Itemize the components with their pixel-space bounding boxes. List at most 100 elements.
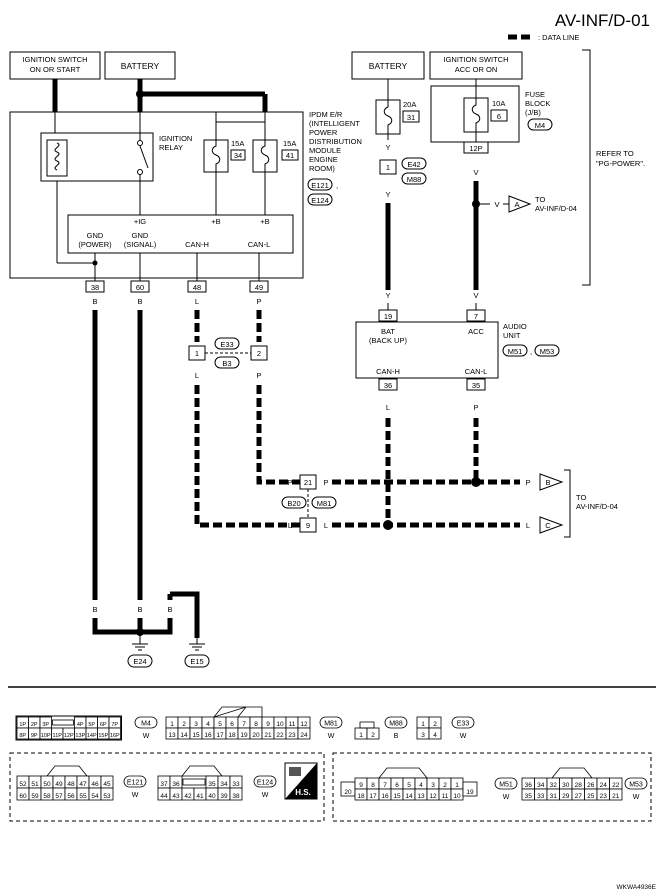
e124-pin-35: 35 [208, 781, 216, 788]
m53-pin-25: 25 [587, 793, 595, 800]
svg-text:Y: Y [385, 143, 390, 152]
svg-text:E124: E124 [311, 196, 329, 205]
e124-pin-36: 36 [172, 781, 180, 788]
svg-text:ENGINE: ENGINE [309, 155, 338, 164]
svg-text:ACC: ACC [468, 327, 484, 336]
svg-text:ACC OR ON: ACC OR ON [455, 65, 498, 74]
supply-label-ig: +IG [134, 217, 146, 226]
e121-pin-46: 46 [91, 781, 99, 788]
m81-pin-13: 13 [168, 732, 176, 739]
m4-pin-9P: 9P [31, 733, 38, 739]
m4-pin-14P: 14P [87, 733, 97, 739]
svg-text:MODULE: MODULE [309, 146, 341, 155]
svg-text:AUDIO: AUDIO [503, 322, 527, 331]
m81-pin-4: 4 [206, 721, 210, 728]
e121-pin-55: 55 [79, 793, 87, 800]
e121-pin-57: 57 [55, 793, 63, 800]
connector-b20-m81: 21 9 B20 M81 [281, 474, 337, 533]
svg-text:"PG-POWER".: "PG-POWER". [596, 159, 645, 168]
m51-color: W [503, 794, 510, 801]
svg-text:19: 19 [384, 312, 392, 321]
m4-color: W [143, 733, 150, 740]
m53-pin-29: 29 [562, 793, 570, 800]
svg-text:BLOCK: BLOCK [525, 99, 550, 108]
m81-pin-11: 11 [289, 721, 296, 728]
ipdm-connector-tags: E121 , E124 [307, 178, 338, 206]
m81-pin-15: 15 [192, 732, 200, 739]
svg-text:UNIT: UNIT [503, 331, 521, 340]
m51-pin-18: 18 [357, 793, 365, 800]
svg-text:38: 38 [91, 283, 99, 292]
m51-pin-17: 17 [369, 793, 377, 800]
audio-terminals-top: 19 7 [378, 309, 486, 322]
fuse-20a-31: 20A 31 [375, 99, 420, 135]
m53-pin-36: 36 [525, 782, 533, 789]
svg-text:B: B [137, 605, 142, 614]
e121-pin-50: 50 [43, 781, 51, 788]
svg-text:E15: E15 [190, 657, 203, 666]
e33-id: E33 [457, 721, 470, 728]
wire-color-49: P [256, 297, 261, 306]
m81-pin-6: 6 [230, 721, 234, 728]
fuse-15a-41: 15A 41 [252, 139, 299, 173]
svg-text:(J/B): (J/B) [525, 108, 541, 117]
svg-text:P: P [323, 478, 328, 487]
svg-text:IGNITION: IGNITION [159, 134, 192, 143]
svg-text:B: B [92, 605, 97, 614]
svg-text:CAN-H: CAN-H [376, 367, 400, 376]
joint-connector-e33: 1 2 E33 B3 [188, 337, 268, 369]
m53-pin-23: 23 [600, 793, 608, 800]
ignition-switch-label-1: IGNITION SWITCH [23, 55, 88, 64]
m81-pin-2: 2 [182, 721, 186, 728]
svg-text:B: B [545, 478, 550, 487]
svg-text:DISTRIBUTION: DISTRIBUTION [309, 137, 362, 146]
m51-pin-6: 6 [395, 782, 399, 789]
svg-text:49: 49 [255, 283, 263, 292]
m51-pin-14: 14 [405, 793, 413, 800]
svg-text:L: L [526, 521, 530, 530]
svg-text:1: 1 [195, 349, 199, 358]
m51-pin-10: 10 [453, 793, 461, 800]
m53-color: W [633, 794, 640, 801]
m88-pin-2: 2 [371, 732, 375, 739]
m51-pin-5: 5 [407, 782, 411, 789]
m81-pin-12: 12 [300, 721, 308, 728]
wire-color-60: B [137, 297, 142, 306]
svg-text:B: B [167, 605, 172, 614]
m53-pin-34: 34 [537, 782, 545, 789]
e121-pin-59: 59 [31, 793, 39, 800]
e124-pin-42: 42 [184, 793, 192, 800]
m51-pin-20: 20 [344, 789, 352, 796]
svg-text:(INTELLIGENT: (INTELLIGENT [309, 119, 360, 128]
m88-color: B [394, 733, 399, 740]
m53-pin-26: 26 [587, 782, 595, 789]
m88-id: M88 [389, 721, 403, 728]
m4-pin-10P: 10P [41, 733, 51, 739]
svg-text:35: 35 [472, 381, 480, 390]
m53-pin-32: 32 [550, 782, 558, 789]
supply-label-b1: +B [211, 217, 220, 226]
svg-text:L: L [324, 521, 328, 530]
svg-text:CAN-L: CAN-L [248, 240, 271, 249]
svg-text:A: A [514, 200, 519, 209]
e121-pin-58: 58 [43, 793, 51, 800]
ipdm-terminals: 38 60 48 49 [85, 280, 269, 293]
svg-text:,: , [530, 347, 532, 356]
audio-terminals-bottom: 36 35 [378, 378, 486, 391]
e121-pin-47: 47 [79, 781, 87, 788]
m53-pin-22: 22 [612, 782, 620, 789]
svg-text:CAN-L: CAN-L [465, 367, 488, 376]
fuse-10a-6: 10A 6 [463, 97, 508, 133]
svg-text:31: 31 [407, 113, 415, 122]
m81-pin-16: 16 [204, 732, 212, 739]
m4-pin-4P: 4P [77, 722, 84, 728]
m51-pin-3: 3 [431, 782, 435, 789]
m4-pin-8P: 8P [19, 733, 26, 739]
svg-text:IGNITION SWITCH: IGNITION SWITCH [444, 55, 509, 64]
svg-text:M81: M81 [317, 499, 332, 508]
e124-pin-43: 43 [172, 793, 180, 800]
svg-text:P: P [256, 371, 261, 380]
ignition-switch-label-2: ON OR START [30, 65, 81, 74]
svg-text:9: 9 [306, 521, 310, 530]
